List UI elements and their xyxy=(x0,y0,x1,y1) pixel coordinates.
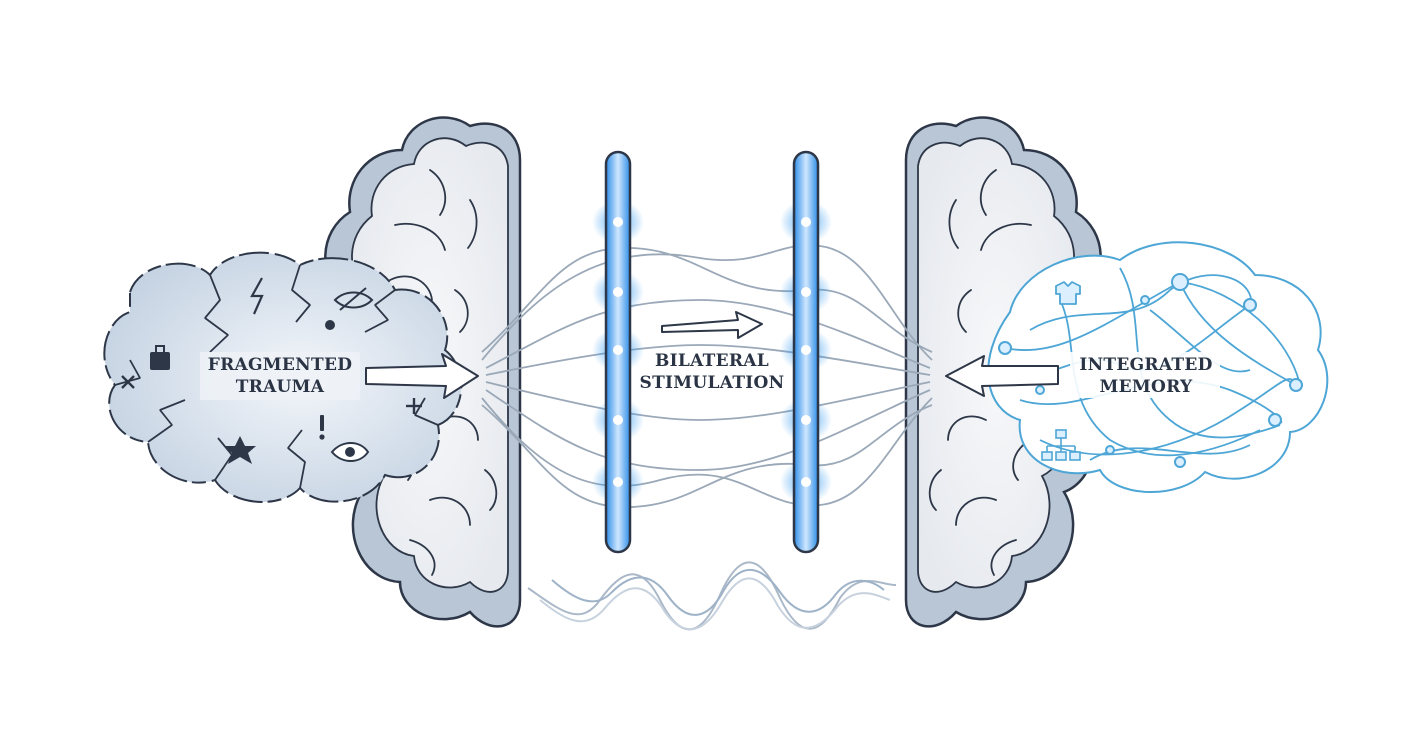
fragmented-trauma-label: FRAGMENTED TRAUMA xyxy=(200,352,360,400)
cross-icon xyxy=(121,375,135,389)
integrated-label-line1: INTEGRATED xyxy=(1079,355,1212,375)
lightning-icon xyxy=(250,277,264,315)
hierarchy-icon xyxy=(1041,429,1081,461)
wave-lines xyxy=(527,561,897,631)
right-light-bar xyxy=(780,150,832,554)
bilateral-label-line1: BILATERAL xyxy=(655,351,769,371)
neural-fibers xyxy=(481,244,933,508)
shirt-icon xyxy=(1055,281,1081,305)
bilateral-stimulation-label: BILATERAL STIMULATION xyxy=(640,351,785,393)
eye-icon xyxy=(330,442,370,462)
network-nodes xyxy=(998,273,1303,468)
bilateral-label-line2: STIMULATION xyxy=(640,373,785,393)
right-brain-folds xyxy=(928,169,1032,576)
left-light-bar xyxy=(592,150,644,554)
dot-icon xyxy=(325,320,335,330)
exclamation-icon xyxy=(319,415,325,440)
bag-icon xyxy=(150,345,170,370)
fragmented-label-line1: FRAGMENTED xyxy=(208,355,353,375)
star-icon xyxy=(224,436,256,464)
integrated-label-line2: MEMORY xyxy=(1100,377,1194,397)
left-arrow xyxy=(365,353,479,399)
crossed-eye-icon xyxy=(333,287,374,311)
right-arrow xyxy=(945,355,1059,397)
plus-icon xyxy=(406,398,422,414)
center-arrow xyxy=(661,311,763,339)
integrated-memory-label: INTEGRATED MEMORY xyxy=(1070,352,1220,398)
fragmented-label-line2: TRAUMA xyxy=(236,377,325,397)
